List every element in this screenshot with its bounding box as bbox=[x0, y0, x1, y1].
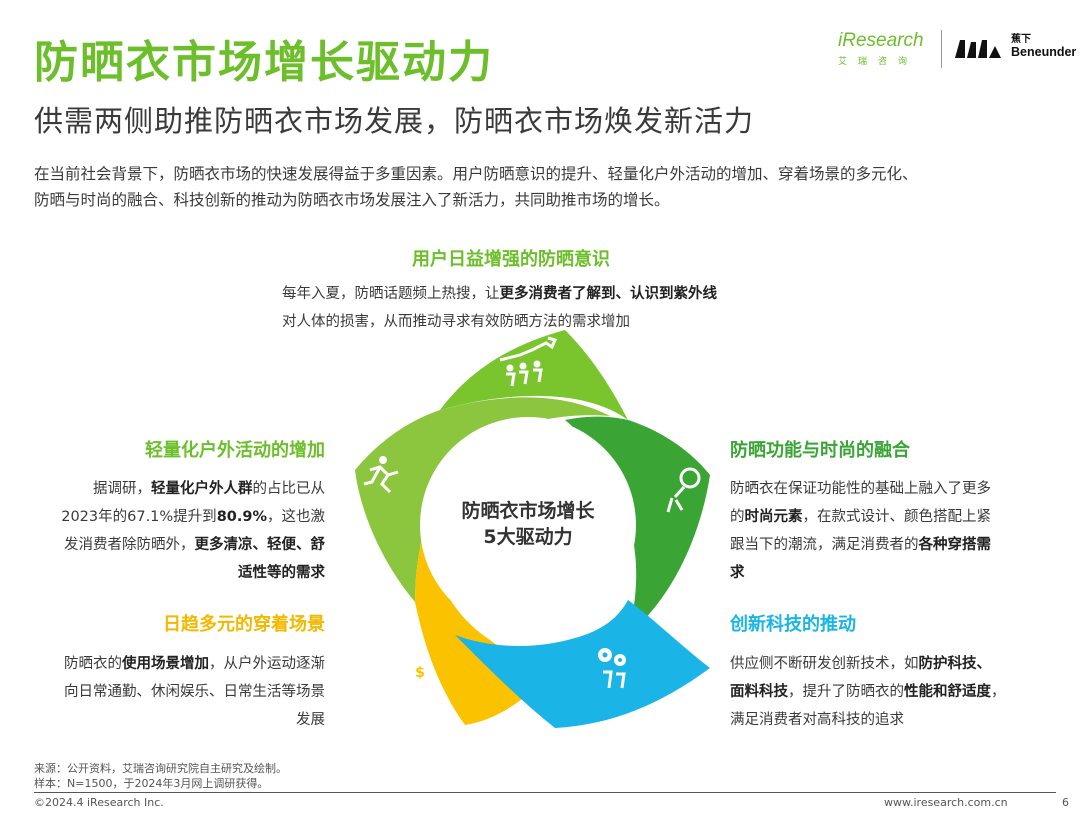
bold-span: 80.9% bbox=[216, 509, 267, 525]
center-label-line1: 防晒衣市场增长 bbox=[461, 500, 595, 522]
gears-team-icon bbox=[598, 648, 626, 689]
page-subtitle: 供需两侧助推防晒衣市场发展，防晒衣市场焕发新活力 bbox=[34, 104, 755, 138]
beneunder-bars-icon bbox=[955, 40, 1001, 58]
text-span: 跟当下的潮流，满足消费者的 bbox=[730, 537, 919, 553]
svg-text:$: $ bbox=[415, 665, 425, 681]
bold-span: 时尚元素 bbox=[744, 509, 803, 525]
petal-tech bbox=[455, 600, 710, 728]
footer-sample: 样本：N=1500，于2024年3月网上调研获得。 bbox=[34, 777, 269, 790]
section-body-awareness: 每年入夏，防晒话题频上热搜，让更多消费者了解到、认识到紫外线 对人体的损害，从而… bbox=[282, 280, 802, 336]
beneunder-logo-en: Beneunder bbox=[1011, 45, 1077, 59]
text-span: 防晒衣的 bbox=[64, 656, 122, 672]
footer-source: 来源：公开资料，艾瑞咨询研究院自主研究及绘制。 bbox=[34, 762, 287, 775]
iresearch-logo-name: iResearch bbox=[838, 30, 924, 51]
intro-line: 防晒与时尚的融合、科技创新的推动为防晒衣市场发展注入了新活力，共同助推市场的增长… bbox=[34, 191, 670, 209]
text-line: 对人体的损害，从而推动寻求有效防晒方法的需求增加 bbox=[282, 314, 630, 330]
text-span: 的占比已从 bbox=[252, 481, 326, 497]
petal-awareness bbox=[440, 330, 628, 420]
center-label: 防晒衣市场增长 5大驱动力 bbox=[430, 498, 626, 550]
text-span: 2023年的67.1%提升到 bbox=[61, 509, 217, 525]
text-line: 满足消费者对高科技的追求 bbox=[730, 712, 904, 728]
bold-span: 更多消费者了解到、认识到紫外线 bbox=[499, 286, 718, 302]
magnifier-person-icon bbox=[666, 467, 701, 513]
section-title-tech: 创新科技的推动 bbox=[730, 614, 856, 635]
bold-span: 更多清凉、轻便、舒 bbox=[194, 537, 326, 553]
running-person-icon bbox=[363, 456, 399, 494]
bold-span: 防护科技、 bbox=[918, 656, 992, 672]
section-body-fashion: 防晒衣在保证功能性的基础上融入了更多 的时尚元素，在款式设计、颜色搭配上紧 跟当… bbox=[730, 475, 1030, 587]
logo-divider bbox=[941, 30, 942, 68]
growth-team-icon bbox=[499, 336, 558, 387]
page-number: 6 bbox=[1062, 796, 1069, 809]
text-span: ，提升了防晒衣的 bbox=[788, 684, 904, 700]
bold-span: 适性等的需求 bbox=[238, 565, 325, 581]
center-label-line2: 5大驱动力 bbox=[483, 526, 573, 548]
intro-paragraph: 在当前社会背景下，防晒衣市场的快速发展得益于多重因素。用户防晒意识的提升、轻量化… bbox=[34, 161, 1044, 213]
bold-span: 各种穿搭需 bbox=[918, 537, 992, 553]
section-body-tech: 供应侧不断研发创新技术，如防护科技、 面料科技，提升了防晒衣的性能和舒适度， 满… bbox=[730, 650, 1050, 734]
section-body-outdoor: 据调研，轻量化户外人群的占比已从 2023年的67.1%提升到80.9%，这也激… bbox=[30, 475, 325, 587]
iresearch-logo: iResearch 艾瑞咨询 bbox=[838, 30, 930, 67]
bold-span: 轻量化户外人群 bbox=[151, 481, 253, 497]
page-title: 防晒衣市场增长驱动力 bbox=[34, 37, 494, 88]
text-line: 防晒衣在保证功能性的基础上融入了更多 bbox=[730, 481, 991, 497]
text-span: 发消费者除防晒外， bbox=[64, 537, 195, 553]
petal-fashion bbox=[565, 416, 710, 635]
footer-url-link[interactable]: www.iresearch.com.cn bbox=[884, 796, 1008, 809]
text-line: 向日常通勤、休闲娱乐、日常生活等场景 bbox=[64, 684, 325, 700]
center-circle bbox=[420, 417, 636, 633]
text-span: ，从户外运动逐渐 bbox=[209, 656, 325, 672]
petal-outdoor bbox=[355, 397, 610, 602]
section-title-awareness: 用户日益增强的防晒意识 bbox=[412, 249, 610, 270]
text-span: 据调研， bbox=[93, 481, 151, 497]
iresearch-logo-cn: 艾瑞咨询 bbox=[838, 57, 919, 67]
section-title-scene: 日趋多元的穿着场景 bbox=[163, 614, 325, 635]
footer-divider bbox=[34, 792, 1056, 793]
text-span: ， bbox=[991, 684, 1006, 700]
section-title-fashion: 防晒功能与时尚的融合 bbox=[730, 440, 910, 461]
text-span: 供应侧不断研发创新技术，如 bbox=[730, 656, 919, 672]
text-span: 每年入夏，防晒话题频上热搜，让 bbox=[282, 286, 500, 302]
bold-span: 性能和舒适度 bbox=[904, 684, 991, 700]
bold-span: 面料科技 bbox=[730, 684, 788, 700]
text-span: 的 bbox=[730, 509, 745, 525]
beneunder-logo-cn: 蕉下 bbox=[1011, 34, 1031, 45]
section-body-scene: 防晒衣的使用场景增加，从户外运动逐渐 向日常通勤、休闲娱乐、日常生活等场景 发展 bbox=[30, 650, 325, 734]
bold-span: 使用场景增加 bbox=[122, 656, 209, 672]
bold-span: 求 bbox=[730, 565, 745, 581]
text-span: ，在款式设计、颜色搭配上紧 bbox=[802, 509, 992, 525]
footer-copyright: ©2024.4 iResearch Inc. bbox=[34, 796, 164, 809]
text-span: ，这也激 bbox=[267, 509, 325, 525]
section-title-outdoor: 轻量化户外活动的增加 bbox=[145, 440, 325, 461]
intro-line: 在当前社会背景下，防晒衣市场的快速发展得益于多重因素。用户防晒意识的提升、轻量化… bbox=[34, 165, 918, 183]
money-bag-icon: $ bbox=[407, 650, 433, 686]
text-line: 发展 bbox=[296, 712, 325, 728]
